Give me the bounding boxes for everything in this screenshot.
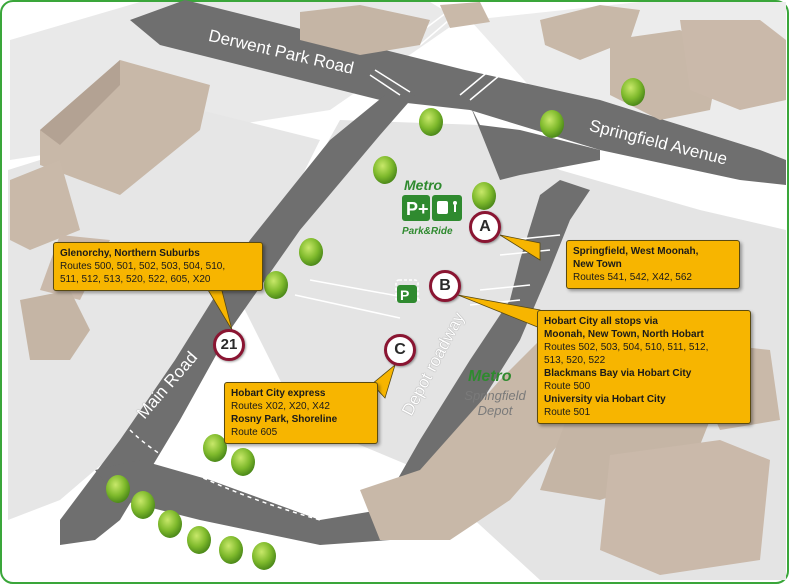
callout-b-title-line2: Moonah, New Town, North Hobart (544, 329, 704, 340)
callout-21-routes-line2: 511, 512, 513, 520, 522, 605, X20 (60, 274, 211, 285)
parking-plus-icon (402, 195, 430, 221)
callout-stop-a: Springfield, West Moonah, New Town Route… (566, 240, 740, 289)
callout-b-routes3: Route 501 (544, 407, 591, 418)
callout-b-title-line1: Hobart City all stops via (544, 316, 658, 327)
callout-21-routes-line1: Routes 500, 501, 502, 503, 504, 510, (60, 261, 226, 272)
tree (621, 78, 645, 106)
bus-stop-c-marker[interactable]: C (384, 334, 416, 366)
callout-stop-21: Glenorchy, Northern Suburbs Routes 500, … (53, 242, 263, 291)
parking-bay-outline (395, 279, 419, 303)
svg-text:P+: P+ (406, 199, 429, 219)
callout-b-routes-line2: 513, 520, 522 (544, 355, 606, 366)
tree (299, 238, 323, 266)
callout-b-title2: Blackmans Bay via Hobart City (544, 368, 692, 379)
callout-21-title: Glenorchy, Northern Suburbs (60, 248, 200, 259)
tree (472, 182, 496, 210)
tree (131, 491, 155, 519)
park-ride-metro-logo: Metro (404, 177, 443, 193)
tree (219, 536, 243, 564)
callout-b-title3: University via Hobart City (544, 394, 666, 405)
callout-b-routes-line1: Routes 502, 503, 504, 510, 511, 512, (544, 342, 709, 353)
road-markings (129, 9, 561, 521)
callout-a-title-line2: New Town (573, 259, 622, 270)
tree (373, 156, 397, 184)
tree (540, 110, 564, 138)
callout-stop-c: Hobart City express Routes X02, X20, X42… (224, 382, 378, 444)
park-ride-label: Park&Ride (402, 226, 453, 237)
tree (187, 526, 211, 554)
callout-c-routes2: Route 605 (231, 427, 278, 438)
tree (419, 108, 443, 136)
roads (60, 0, 786, 545)
depot-name-line2: Depot (477, 403, 513, 418)
svg-text:P: P (400, 287, 409, 303)
callout-a-title-line1: Springfield, West Moonah, (573, 246, 699, 257)
depot-name-line1: Springfield (464, 388, 526, 403)
tree (264, 271, 288, 299)
tree (203, 434, 227, 462)
tree (231, 448, 255, 476)
depot-name: Springfield Depot (455, 388, 535, 418)
callout-b-routes2: Route 500 (544, 381, 591, 392)
park-ride-icons: P+ P (395, 195, 462, 303)
callout-c-routes: Routes X02, X20, X42 (231, 401, 330, 412)
bus-stop-b-marker[interactable]: B (429, 270, 461, 302)
trees (106, 78, 645, 570)
callout-stop-b: Hobart City all stops via Moonah, New To… (537, 310, 751, 424)
depot-metro-logo: Metro (468, 368, 512, 385)
bus-stop-a-marker[interactable]: A (469, 211, 501, 243)
callout-a-routes: Routes 541, 542, X42, 562 (573, 272, 692, 283)
tree (106, 475, 130, 503)
parking-icon (397, 285, 417, 303)
callout-c-title2: Rosny Park, Shoreline (231, 414, 338, 425)
tree (158, 510, 182, 538)
tree (252, 542, 276, 570)
bus-stop-21-marker[interactable]: 21 (213, 329, 245, 361)
callout-c-title: Hobart City express (231, 388, 326, 399)
